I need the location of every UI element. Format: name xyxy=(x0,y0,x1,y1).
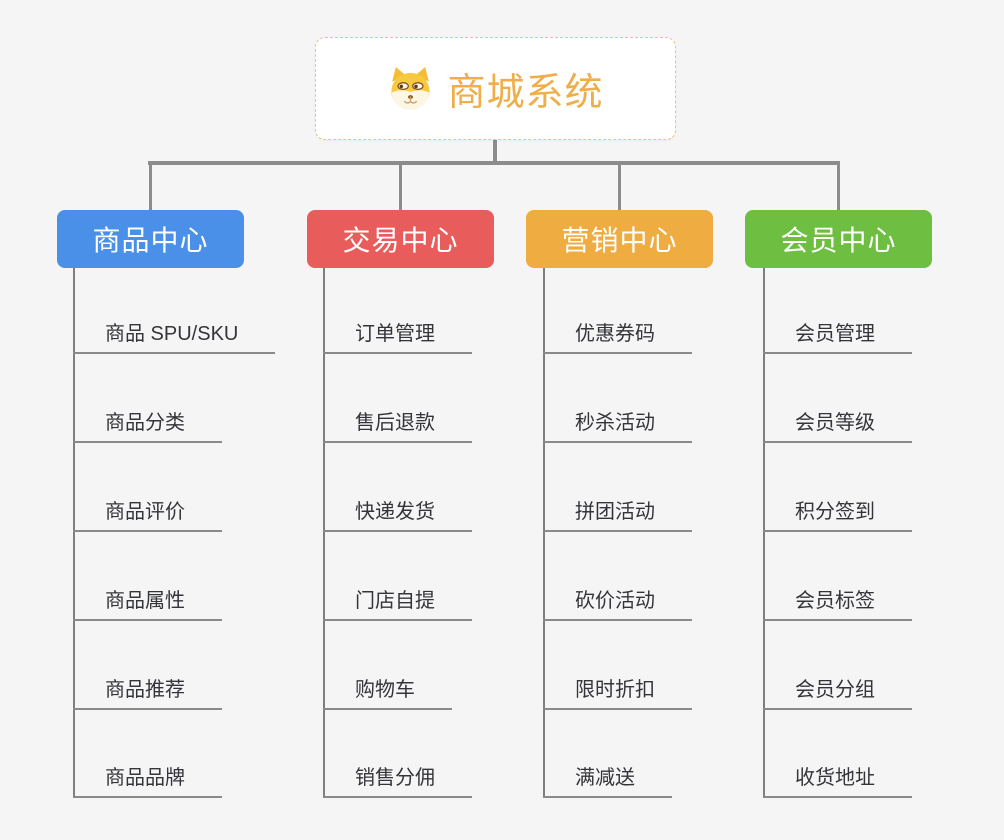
leaf-node[interactable]: 销售分佣 xyxy=(323,760,472,798)
leaf-node[interactable]: 商品评价 xyxy=(73,494,222,532)
leaf-node[interactable]: 优惠券码 xyxy=(543,316,692,354)
doge-face-icon xyxy=(391,66,431,110)
leaf-node[interactable]: 商品属性 xyxy=(73,583,222,621)
branch-node-product-center[interactable]: 商品中心 xyxy=(57,210,244,268)
leaf-node[interactable]: 积分签到 xyxy=(763,494,912,532)
branch-node-marketing-center[interactable]: 营销中心 xyxy=(526,210,713,268)
connector-horizontal xyxy=(148,161,840,165)
connector-drop-4 xyxy=(837,163,840,210)
leaf-node[interactable]: 收货地址 xyxy=(763,760,912,798)
leaf-node[interactable]: 砍价活动 xyxy=(543,583,692,621)
leaf-column-member-center: 会员管理 会员等级 积分签到 会员标签 会员分组 收货地址 xyxy=(763,268,993,800)
leaf-node[interactable]: 会员分组 xyxy=(763,672,912,710)
leaf-column-product-center: 商品 SPU/SKU 商品分类 商品评价 商品属性 商品推荐 商品品牌 xyxy=(73,268,303,800)
leaf-node[interactable]: 售后退款 xyxy=(323,405,472,443)
connector-drop-3 xyxy=(618,163,621,210)
leaf-column-marketing-center: 优惠券码 秒杀活动 拼团活动 砍价活动 限时折扣 满减送 xyxy=(543,268,773,800)
connector-drop-2 xyxy=(399,163,402,210)
leaf-node[interactable]: 商品品牌 xyxy=(73,760,222,798)
leaf-node[interactable]: 商品推荐 xyxy=(73,672,222,710)
connector-drop-1 xyxy=(149,163,152,210)
leaf-node[interactable]: 限时折扣 xyxy=(543,672,692,710)
leaf-node[interactable]: 会员标签 xyxy=(763,583,912,621)
leaf-node[interactable]: 快递发货 xyxy=(323,494,472,532)
root-node[interactable]: 商城系统 xyxy=(315,37,676,140)
connector-root-stub xyxy=(493,140,497,165)
leaf-node[interactable]: 会员等级 xyxy=(763,405,912,443)
leaf-node[interactable]: 订单管理 xyxy=(323,316,472,354)
leaf-node[interactable]: 门店自提 xyxy=(323,583,472,621)
leaf-node[interactable]: 商品分类 xyxy=(73,405,222,443)
leaf-node[interactable]: 会员管理 xyxy=(763,316,912,354)
leaf-node[interactable]: 秒杀活动 xyxy=(543,405,692,443)
leaf-node[interactable]: 拼团活动 xyxy=(543,494,692,532)
leaf-node[interactable]: 满减送 xyxy=(543,760,672,798)
branch-node-trade-center[interactable]: 交易中心 xyxy=(307,210,494,268)
branch-label: 营销中心 xyxy=(561,225,678,256)
branch-node-member-center[interactable]: 会员中心 xyxy=(745,210,932,268)
leaf-node[interactable]: 商品 SPU/SKU xyxy=(73,316,276,354)
leaf-column-trade-center: 订单管理 售后退款 快递发货 门店自提 购物车 销售分佣 xyxy=(323,268,553,800)
branch-label: 交易中心 xyxy=(342,225,459,256)
leaf-node[interactable]: 购物车 xyxy=(323,672,452,710)
branch-label: 商品中心 xyxy=(92,225,209,256)
branch-label: 会员中心 xyxy=(780,225,897,256)
root-title: 商城系统 xyxy=(447,72,604,114)
